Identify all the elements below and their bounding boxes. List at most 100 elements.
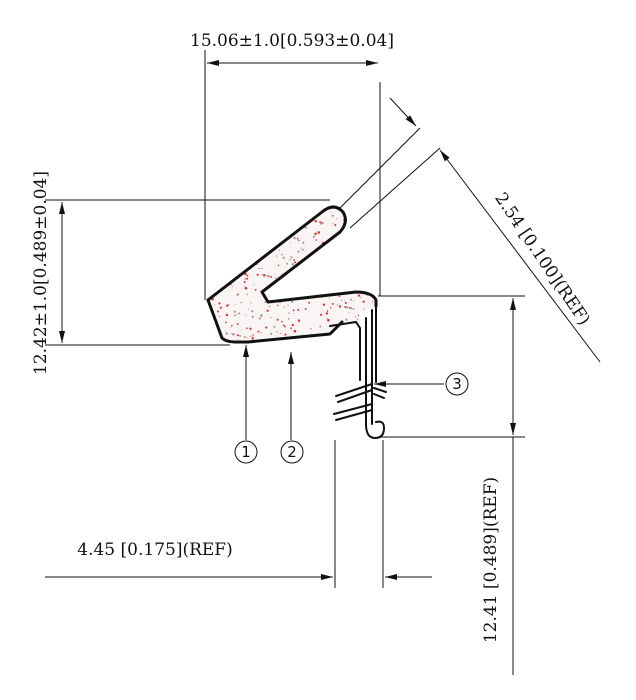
foam-speckle [208, 268, 211, 272]
foam-speckle [374, 323, 375, 325]
foam-speckle [345, 318, 348, 321]
foam-speckle [279, 209, 281, 211]
foam-speckle [290, 255, 292, 258]
foam-speckle [270, 275, 273, 278]
foam-speckle [285, 221, 287, 224]
foam-speckle [339, 304, 341, 307]
foam-speckle [207, 235, 208, 236]
foam-speckle [277, 264, 280, 267]
foam-speckle [353, 204, 354, 205]
foam-speckle [356, 327, 359, 330]
foam-speckle [291, 263, 295, 266]
foam-speckle [283, 291, 286, 294]
dimension-clip-width-label: 4.45 [0.175](REF) [77, 540, 232, 560]
foam-speckle [374, 247, 375, 249]
foam-speckle [327, 277, 329, 279]
foam-speckle [365, 203, 366, 204]
foam-speckle [234, 207, 238, 209]
foam-speckle [342, 219, 344, 221]
callout-1: 1 [234, 440, 258, 464]
foam-speckle [237, 339, 239, 340]
foam-speckle [240, 302, 242, 304]
foam-speckle [222, 271, 225, 273]
foam-speckle [208, 248, 211, 251]
foam-speckle [265, 326, 268, 329]
foam-speckle [205, 286, 207, 288]
foam-speckle [260, 332, 262, 334]
foam-speckle [378, 335, 380, 337]
foam-speckle [351, 337, 353, 340]
foam-speckle [372, 314, 375, 318]
foam-speckle [219, 209, 223, 212]
foam-speckle [357, 294, 360, 297]
foam-speckle [270, 295, 273, 299]
foam-speckle [228, 236, 231, 239]
foam-speckle [218, 241, 221, 244]
foam-speckle [236, 334, 239, 337]
foam-speckle [300, 211, 302, 214]
foam-speckle [326, 317, 328, 319]
foam-speckle [292, 220, 295, 223]
foam-speckle [214, 236, 216, 239]
foam-speckle [244, 286, 248, 290]
callout-3: 3 [445, 372, 469, 396]
foam-speckle [250, 233, 253, 236]
foam-speckle [297, 250, 300, 253]
seal-base-outline [206, 298, 344, 344]
foam-speckle [357, 269, 359, 271]
foam-speckle [276, 331, 278, 333]
foam-speckle [357, 258, 359, 260]
foam-speckle [314, 219, 317, 223]
foam-speckle [208, 243, 210, 246]
foam-speckle [315, 239, 318, 241]
foam-speckle [270, 317, 272, 318]
foam-speckle [318, 281, 321, 285]
foam-speckle [267, 275, 270, 278]
foam-speckle [217, 310, 219, 313]
dimension-width-label: 15.06±1.0[0.593±0.04] [190, 31, 394, 51]
foam-speckle [210, 277, 212, 279]
foam-speckle [283, 278, 287, 282]
foam-speckle [349, 342, 351, 344]
foam-speckle [214, 228, 216, 230]
foam-speckle [297, 308, 300, 311]
foam-speckle [225, 331, 228, 334]
foam-speckle [283, 225, 286, 228]
foam-speckle [324, 254, 326, 256]
foam-speckle [215, 207, 218, 210]
foam-speckle [307, 263, 308, 265]
callout-1-label: 1 [241, 443, 251, 461]
foam-speckle [262, 204, 263, 205]
foam-speckle [215, 289, 218, 291]
foam-speckle [350, 307, 353, 310]
foam-speckle [314, 256, 318, 259]
foam-speckle [311, 283, 314, 286]
foam-speckle [276, 318, 279, 321]
foam-speckle [366, 208, 368, 210]
foam-speckle [225, 313, 229, 317]
extension-lines [45, 50, 525, 588]
foam-speckle [307, 204, 309, 206]
foam-speckle [322, 303, 326, 306]
foam-speckle [227, 304, 230, 306]
foam-speckle [321, 204, 323, 206]
foam-speckle [288, 259, 290, 261]
foam-speckle [308, 301, 311, 304]
foam-speckle [218, 315, 221, 318]
foam-speckle [254, 288, 257, 291]
foam-speckle [275, 231, 277, 234]
foam-speckle [281, 253, 283, 256]
foam-speckle [344, 283, 347, 286]
carrier-inner [329, 320, 361, 381]
foam-speckle [245, 245, 247, 247]
foam-speckle [228, 242, 231, 245]
foam-speckle [294, 261, 297, 264]
foam-speckle [345, 252, 347, 254]
foam-speckle [288, 214, 291, 216]
foam-speckle [341, 239, 344, 242]
foam-speckle [224, 247, 226, 249]
foam-speckle [237, 243, 239, 245]
foam-speckle [261, 274, 263, 276]
foam-speckle [365, 257, 368, 260]
foam-speckle [325, 312, 329, 315]
